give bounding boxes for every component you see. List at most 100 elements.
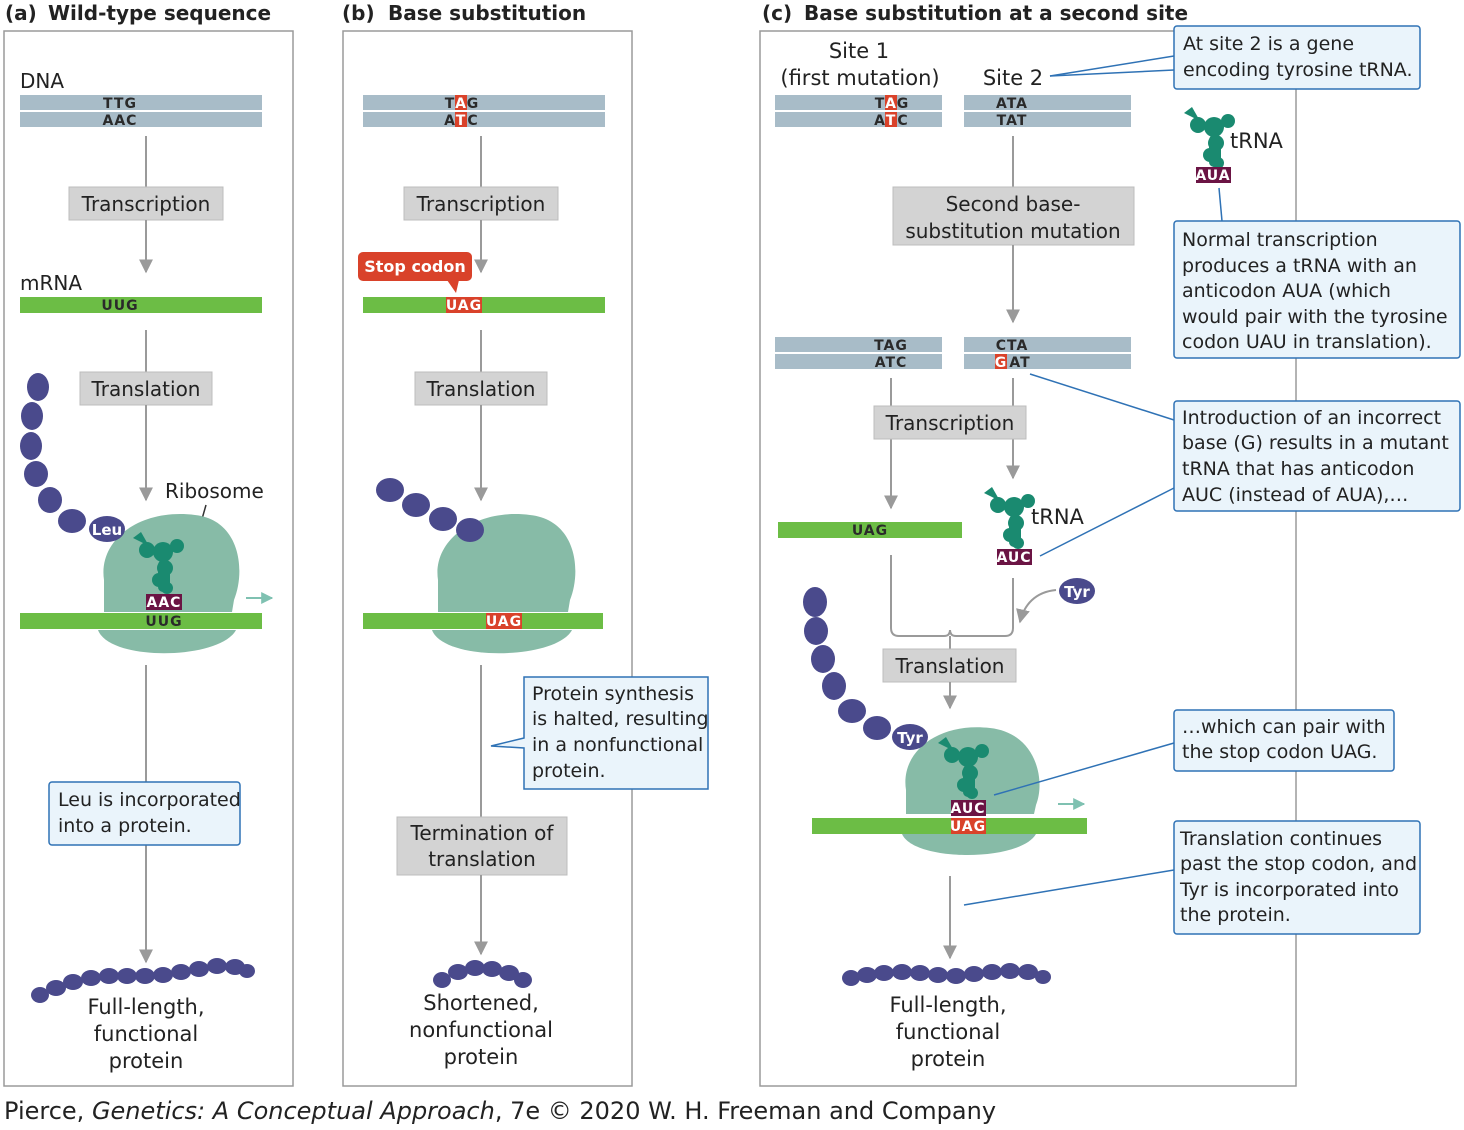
mrna-stop-codon: UAG <box>446 298 482 314</box>
mutant-site1-dna-bottom <box>775 354 942 369</box>
transcription-label: Transcription <box>885 411 1015 435</box>
mutant-anticodon-sequence: AUC <box>996 550 1031 566</box>
mutant-site2-dna-bottom <box>964 354 1131 369</box>
incorrect-callout-line2: base (G) results in a mutant <box>1182 432 1449 454</box>
mrna-codon: UUG <box>145 614 182 630</box>
polypeptide-chain <box>803 587 891 740</box>
ribosome-small-subunit <box>902 834 1036 855</box>
mrna-strand-ribosome <box>363 613 603 629</box>
tyr-label-ribosome: Tyr <box>897 729 923 747</box>
site2-dna-bottom <box>964 112 1131 127</box>
product-line3: protein <box>444 1045 519 1069</box>
site2-callout-leader <box>1049 69 1175 77</box>
tyr-charging-arrow <box>1016 589 1057 624</box>
panel-a-title: Wild-type sequence <box>48 1 271 25</box>
mrna-strand <box>20 297 262 313</box>
normal-callout-line4: would pair with the tyrosine <box>1182 306 1448 328</box>
product-line2: functional <box>94 1022 199 1046</box>
credit-author: Pierce, <box>4 1097 92 1125</box>
mrna-sequence: UUG <box>101 298 138 314</box>
second-substitution-line1: Second base- <box>946 192 1081 216</box>
site2-callout-line2: encoding tyrosine tRNA. <box>1183 59 1413 81</box>
normal-anticodon-sequence: AUA <box>1195 168 1230 184</box>
continues-callout-line1: Translation continues <box>1179 828 1382 850</box>
panel-c-title: Base substitution at a second site <box>804 1 1188 25</box>
ribosome-anticodon-box <box>951 800 986 816</box>
site1-bottom-base1: A <box>874 113 886 129</box>
halted-callout-line1: Protein synthesis <box>532 683 694 705</box>
halted-callout <box>490 676 709 790</box>
anticodon-sequence: AAC <box>147 595 182 611</box>
dna-bottom-strand <box>20 112 262 127</box>
mutant-site2-top-sequence: CTA <box>996 338 1029 354</box>
full-length-protein <box>842 963 1051 986</box>
dna-top-sequence: TTG <box>103 96 137 112</box>
mutant-site2-bottom-base1: G <box>995 355 1008 371</box>
mrna-strand <box>363 297 605 313</box>
pair-callout-line2: the stop codon UAG. <box>1182 741 1377 763</box>
transcription-box <box>403 186 559 221</box>
halted-callout-line4: protein. <box>532 760 606 782</box>
dna-bottom-base3: C <box>467 113 478 129</box>
site2-callout-leader-b <box>1049 55 1175 77</box>
site2-bottom-sequence: TAT <box>997 113 1028 129</box>
mutant-anticodon-box <box>997 549 1032 565</box>
mrna-strand-ribosome <box>20 613 262 629</box>
panel-c-frame <box>759 30 1297 1087</box>
normal-callout-line2: produces a tRNA with an <box>1182 255 1417 277</box>
site1-top-base3: G <box>897 96 910 112</box>
stop-codon-highlight <box>486 613 522 629</box>
pair-callout <box>1173 709 1395 772</box>
panel-b-letter: (b) <box>342 1 375 25</box>
site2-dna-top <box>964 95 1131 110</box>
site1-label-line2: (first mutation) <box>780 66 939 90</box>
polypeptide-chain <box>20 373 86 533</box>
tyr-amino-acid-ribosome <box>892 724 928 750</box>
ribosome-small-subunit <box>98 630 236 654</box>
leu-callout-line2: into a protein. <box>58 815 192 837</box>
ribosome-anticodon: AUC <box>950 801 985 817</box>
ribosome-label: Ribosome <box>165 479 264 503</box>
product-line3: protein <box>109 1049 184 1073</box>
continues-callout-line2: past the stop codon, and <box>1180 853 1417 875</box>
site1-top-base2: A <box>885 96 897 112</box>
mutant-trna-label: tRNA <box>1031 505 1085 529</box>
credit-line: Pierce, Genetics: A Conceptual Approach,… <box>4 1097 996 1125</box>
full-length-protein <box>31 958 255 1003</box>
dna-bottom-base1: A <box>444 113 456 129</box>
mutant-trna-icon <box>984 487 1035 549</box>
normal-callout-line1: Normal transcription <box>1182 229 1378 251</box>
incorrect-callout-line1: Introduction of an incorrect <box>1182 407 1441 429</box>
product-line2: nonfunctional <box>409 1018 553 1042</box>
normal-callout <box>1173 220 1461 359</box>
panel-a: (a) Wild-type sequence DNA TTG AAC Trans… <box>3 1 294 1087</box>
normal-callout-leader <box>1218 187 1223 222</box>
product-line1: Shortened, <box>423 991 539 1015</box>
mutation-highlight-bottom <box>455 112 467 127</box>
halted-callout-line3: in a nonfunctional <box>532 734 703 756</box>
second-substitution-line2: substitution mutation <box>905 219 1120 243</box>
dna-top-base2-mutant: A <box>455 96 467 112</box>
product-line1: Full-length, <box>889 993 1006 1017</box>
panel-b: (b) Base substitution T A G A T C Transc… <box>342 1 709 1087</box>
tyr-amino-acid <box>1059 578 1095 604</box>
panel-b-title: Base substitution <box>388 1 586 25</box>
dna-top-strand <box>20 95 262 110</box>
pair-callout-leader <box>993 742 1175 796</box>
transcription-box <box>68 186 224 221</box>
shortened-protein <box>433 960 532 988</box>
translation-label: Translation <box>426 377 536 401</box>
site1-bottom-base2: T <box>886 113 897 129</box>
continues-callout-line3: Tyr is incorporated into <box>1179 879 1399 901</box>
credit-rest: , 7e © 2020 W. H. Freeman and Company <box>495 1097 996 1125</box>
transcription-box <box>873 405 1027 440</box>
site1-dna-bottom <box>775 112 942 127</box>
termination-box <box>396 816 568 876</box>
panel-c: (c) Base substitution at a second site S… <box>759 1 1461 1087</box>
translation-box <box>414 371 548 406</box>
ribosome-small-subunit <box>432 630 572 654</box>
site2-top-sequence: ATA <box>996 96 1028 112</box>
transcription-label: Transcription <box>416 192 546 216</box>
merge-bracket <box>890 555 1014 637</box>
dna-bottom-base2-mutant: T <box>456 113 467 129</box>
